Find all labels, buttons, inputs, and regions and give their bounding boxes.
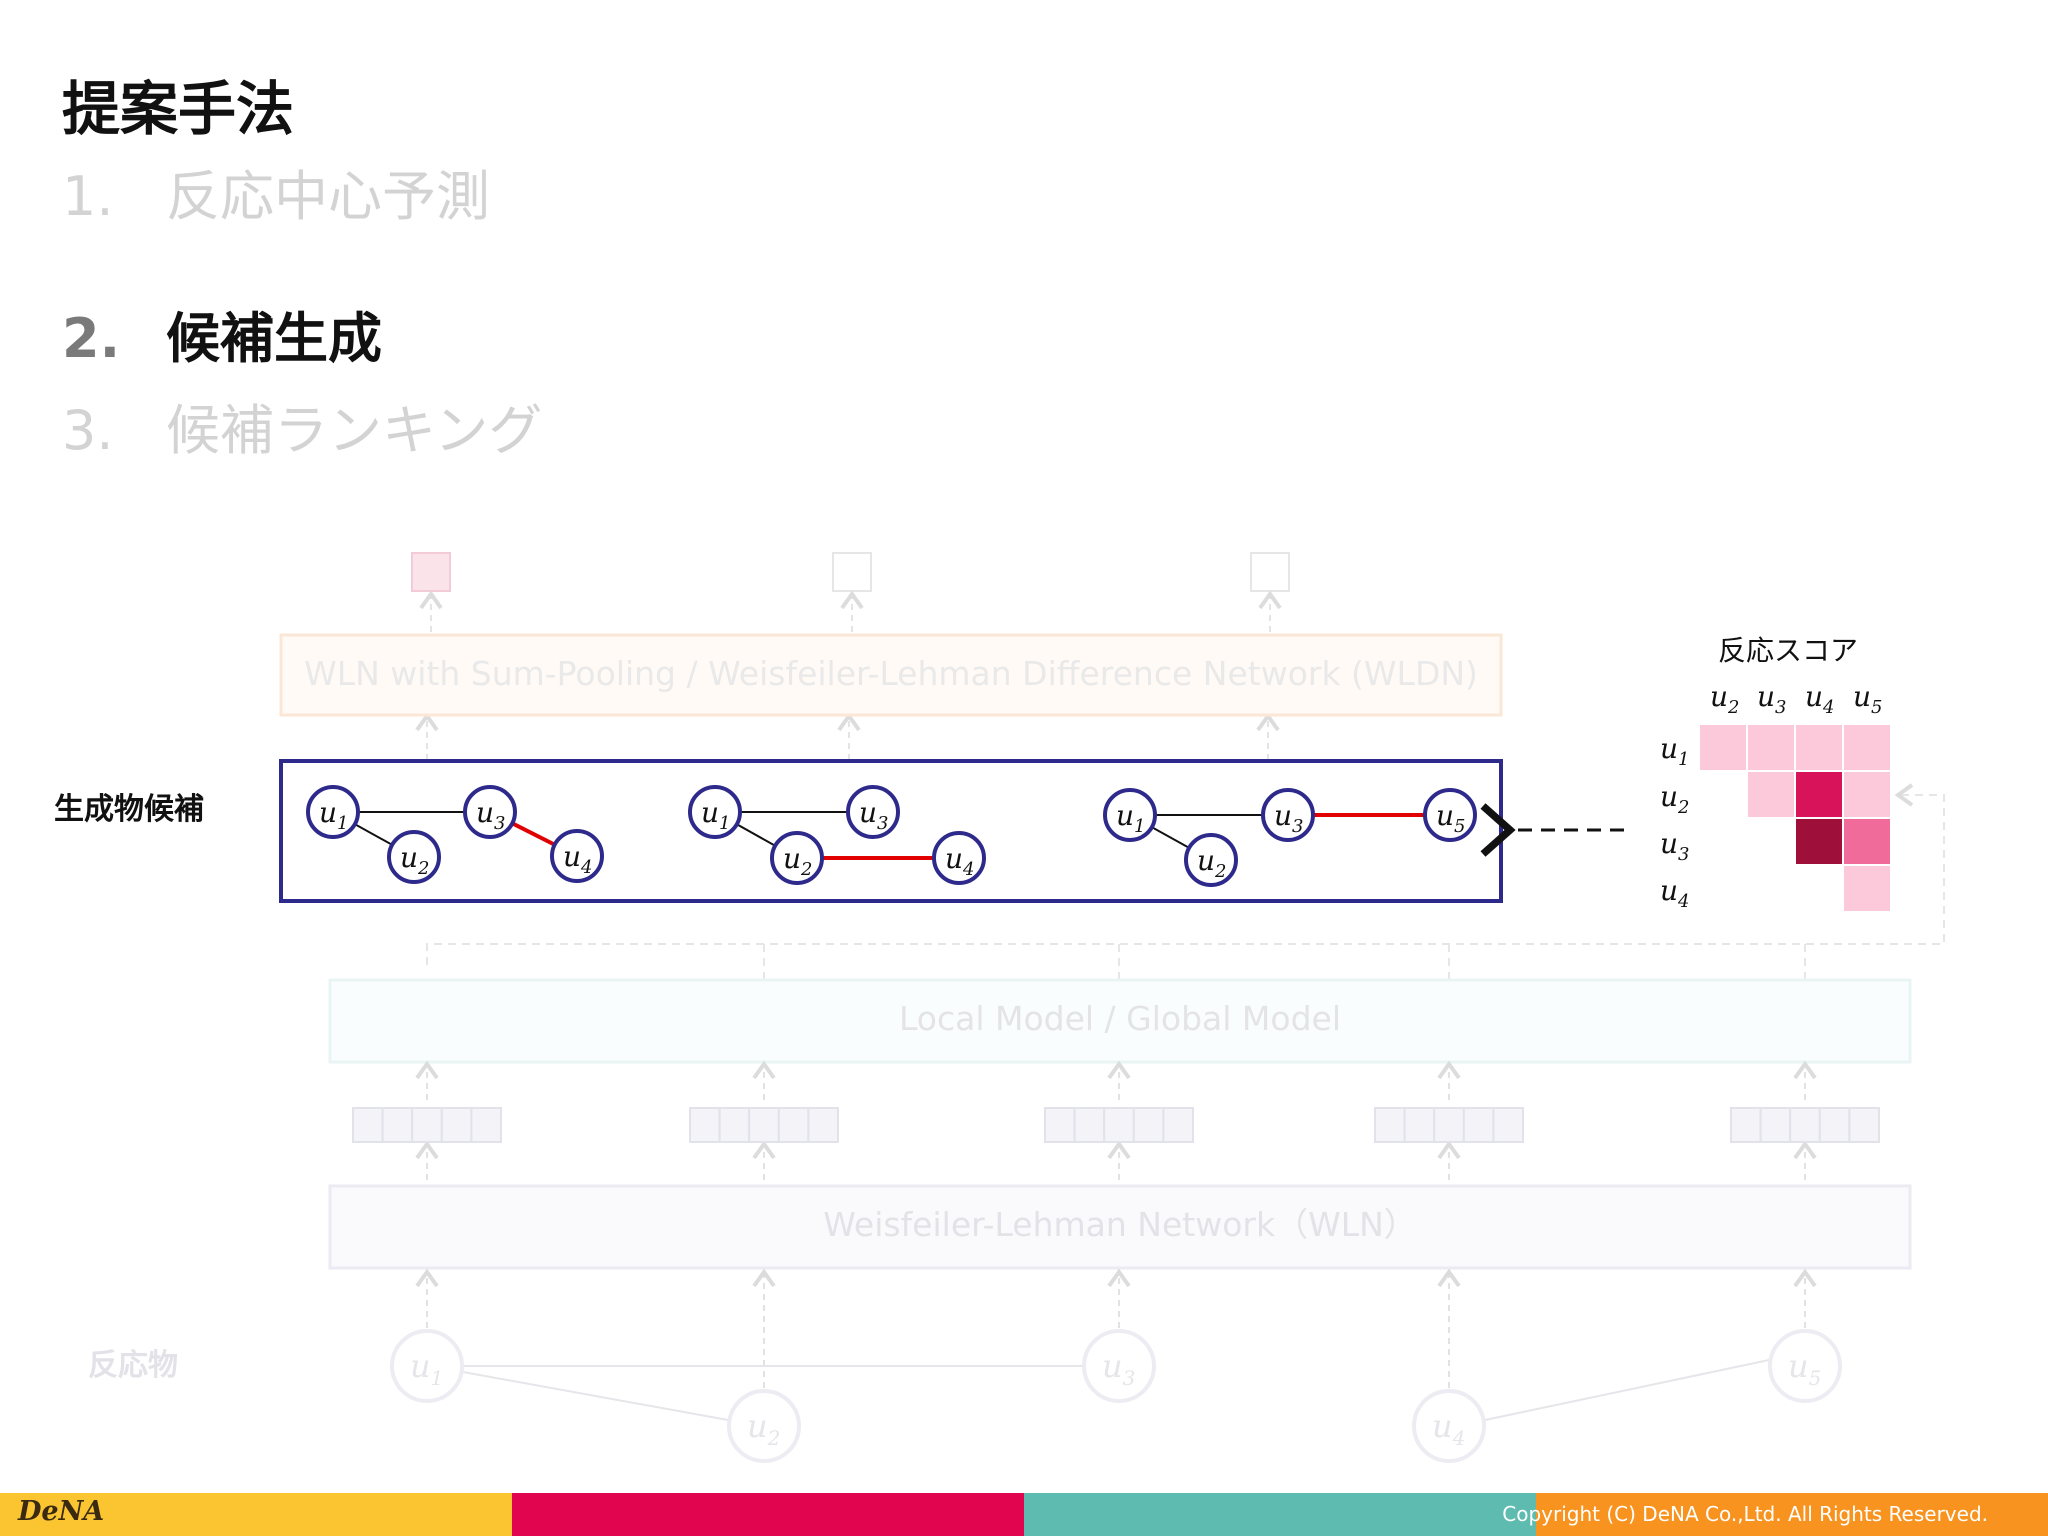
step-label: 候補ランキング xyxy=(166,399,543,462)
svg-text:u3: u3 xyxy=(1660,827,1690,865)
copyright-text: Copyright (C) DeNA Co.,Ltd. All Rights R… xyxy=(1502,1502,1988,1526)
score-cell xyxy=(1796,725,1842,770)
svg-text:u2: u2 xyxy=(1660,780,1690,818)
score-matrix xyxy=(1700,725,1890,911)
candidates-label: 生成物候補 xyxy=(54,792,204,827)
footer-bar xyxy=(0,1493,2048,1536)
reactant-node xyxy=(1768,1329,1842,1403)
step-label: 候補生成 xyxy=(166,307,382,370)
atom-embeddings xyxy=(352,1107,1881,1143)
atom-node xyxy=(1261,788,1315,842)
footer-segment xyxy=(512,1493,1024,1536)
score-cell xyxy=(1748,772,1794,817)
atom-node xyxy=(306,785,360,839)
atom-node xyxy=(463,785,517,839)
dena-logo: DeNA xyxy=(18,1496,105,1527)
step-number: 2. xyxy=(62,307,121,370)
step-label: 反応中心予測 xyxy=(166,165,490,228)
svg-text:u2: u2 xyxy=(783,842,813,880)
step-number: 1. xyxy=(62,165,114,228)
reactant-node xyxy=(1412,1389,1486,1463)
embedding-vector xyxy=(1374,1107,1525,1143)
wln-box-label: Weisfeiler-Lehman Network（WLN） xyxy=(823,1205,1417,1244)
reactants-label: 反応物 xyxy=(88,1348,178,1383)
reactant-node xyxy=(390,1329,464,1403)
wln-box xyxy=(328,1184,1912,1270)
score-cell xyxy=(1796,819,1842,864)
atom-node xyxy=(688,785,742,839)
score-cell xyxy=(1748,725,1794,770)
reactant-node xyxy=(1082,1329,1156,1403)
output-square xyxy=(1250,552,1290,592)
score-cell xyxy=(1796,772,1842,817)
atom-node xyxy=(387,830,441,884)
atom-node xyxy=(932,831,986,885)
local-global-model-box xyxy=(328,978,1912,1064)
embedding-vector xyxy=(1044,1107,1195,1143)
embedding-vector xyxy=(1730,1107,1881,1143)
embedding-vector xyxy=(352,1107,502,1143)
atom-node xyxy=(1423,788,1477,842)
candidate-graph-1: u1 u2 u3 u4 xyxy=(306,785,604,884)
footer-segment xyxy=(0,1493,512,1536)
candidate-graph-2: u1 u3 u2 u4 xyxy=(688,785,986,885)
step-number: 3. xyxy=(62,399,114,462)
wldn-box xyxy=(279,633,1503,717)
atom-node xyxy=(846,785,900,839)
svg-text:u4: u4 xyxy=(1660,874,1690,912)
candidate-graph-3: u1 u3 u5 u2 xyxy=(1103,788,1477,887)
svg-text:u1: u1 xyxy=(1660,732,1690,770)
score-cell xyxy=(1844,725,1890,770)
output-square xyxy=(832,552,872,592)
footer-segment xyxy=(1024,1493,1536,1536)
svg-text:u5: u5 xyxy=(1853,680,1883,718)
score-matrix-column-labels: u2 u3 u4 u5 xyxy=(1710,680,1883,718)
svg-text:u4: u4 xyxy=(1805,680,1835,718)
score-cell xyxy=(1700,725,1746,770)
score-cell xyxy=(1844,772,1890,817)
score-title: 反応スコア xyxy=(1718,634,1858,667)
svg-text:u4: u4 xyxy=(945,842,975,880)
reaction-diagram: WLN with Sum-Pooling / Weisfeiler-Lehman… xyxy=(279,552,1945,1463)
score-cell xyxy=(1844,819,1890,864)
atom-node xyxy=(770,831,824,885)
feedback-path xyxy=(426,783,1945,980)
local-global-model-label: Local Model / Global Model xyxy=(899,999,1341,1038)
score-cell xyxy=(1844,866,1890,911)
wldn-box-label: WLN with Sum-Pooling / Weisfeiler-Lehman… xyxy=(304,654,1478,693)
embedding-vector xyxy=(689,1107,840,1143)
atom-node xyxy=(1184,833,1238,887)
footer-segment xyxy=(1536,1493,2048,1536)
atom-node xyxy=(550,829,604,883)
atom-node xyxy=(1103,788,1157,842)
step-3: 3. 候補ランキング xyxy=(62,386,542,465)
svg-text:u3: u3 xyxy=(1757,680,1787,718)
step-2-active: 2. 候補生成 xyxy=(62,294,382,373)
score-matrix-row-labels: u1 u2 u3 u4 xyxy=(1660,732,1690,912)
reactant-graph: u1 u2 u3 u4 u5 xyxy=(390,1329,1842,1463)
step-1: 1. 反応中心予測 xyxy=(62,152,490,231)
slide-title: 提案手法 xyxy=(62,75,295,143)
svg-text:u2: u2 xyxy=(1710,680,1740,718)
output-square xyxy=(411,552,451,592)
svg-text:u4: u4 xyxy=(1432,1407,1465,1450)
reactant-node xyxy=(727,1389,801,1463)
